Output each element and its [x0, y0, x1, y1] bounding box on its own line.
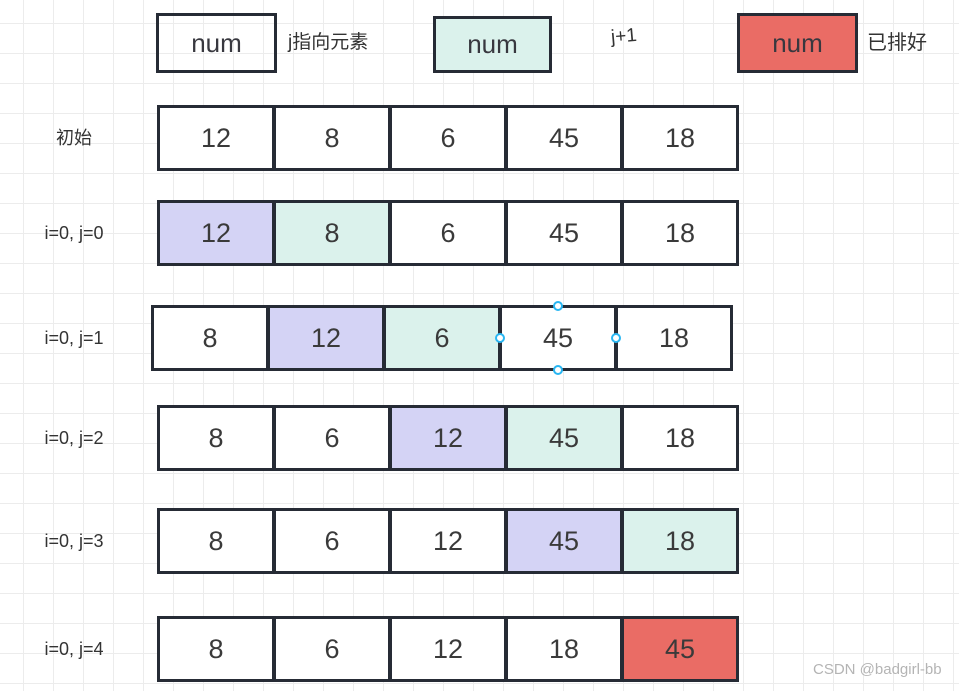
legend-box-j1[interactable]: num	[433, 16, 552, 73]
row-label[interactable]: i=0, j=3	[44, 531, 104, 551]
array-cell[interactable]: 12	[389, 616, 507, 682]
array-row-j3: i=0, j=3 8 6 12 45 18	[0, 508, 959, 574]
row-label[interactable]: i=0, j=1	[44, 328, 104, 348]
selection-handle-bottom[interactable]	[553, 365, 563, 375]
array-cell[interactable]: 8	[157, 405, 275, 471]
array-cell-j1[interactable]: 8	[273, 200, 391, 266]
array-cell[interactable]: 18	[615, 305, 733, 371]
array-cell[interactable]: 6	[273, 616, 391, 682]
array-cell[interactable]: 45	[505, 200, 623, 266]
array-cell[interactable]: 6	[389, 105, 507, 171]
array-cell[interactable]: 45	[505, 105, 623, 171]
watermark: CSDN @badgirl-bb	[813, 661, 942, 678]
row-label[interactable]: i=0, j=2	[44, 428, 104, 448]
legend-label-sorted[interactable]: 已排好	[867, 32, 927, 54]
array-cell-j1[interactable]: 6	[383, 305, 501, 371]
array-cell[interactable]: 6	[389, 200, 507, 266]
selection-handle-right[interactable]	[611, 333, 621, 343]
array-row-j1: i=0, j=1 8 12 6 45 18	[0, 301, 959, 375]
array-cell-j1[interactable]: 45	[505, 405, 623, 471]
array-cell[interactable]: 6	[273, 508, 391, 574]
array-cell[interactable]: 8	[151, 305, 269, 371]
array-cell[interactable]: 8	[273, 105, 391, 171]
array-cell[interactable]: 18	[505, 616, 623, 682]
array-cell-j[interactable]: 12	[267, 305, 385, 371]
array-row-j2: i=0, j=2 8 6 12 45 18	[0, 405, 959, 471]
selection-handle-left[interactable]	[495, 333, 505, 343]
array-row-j0: i=0, j=0 12 8 6 45 18	[0, 200, 959, 266]
legend-label-j[interactable]: j指向元素	[288, 32, 369, 53]
legend-label-j1[interactable]: j+1	[610, 24, 638, 49]
row-label[interactable]: i=0, j=4	[44, 639, 104, 659]
array-cell-j1[interactable]: 18	[621, 508, 739, 574]
legend-box-sorted[interactable]: num	[737, 13, 858, 73]
legend-box-j[interactable]: num	[156, 13, 277, 73]
array-cell-j[interactable]: 12	[157, 200, 275, 266]
cell-value: 45	[542, 322, 574, 353]
array-cell-j[interactable]: 12	[389, 405, 507, 471]
array-cell[interactable]: 6	[273, 405, 391, 471]
array-cell[interactable]: 18	[621, 405, 739, 471]
array-cell[interactable]: 12	[389, 508, 507, 574]
row-label[interactable]: i=0, j=0	[44, 223, 104, 243]
array-cell[interactable]: 8	[157, 508, 275, 574]
array-row-initial: 初始 12 8 6 45 18	[0, 105, 959, 171]
array-cell-j[interactable]: 45	[505, 508, 623, 574]
row-label[interactable]: 初始	[56, 128, 92, 148]
array-row-j4: i=0, j=4 8 6 12 18 45	[0, 616, 959, 682]
array-cell[interactable]: 8	[157, 616, 275, 682]
array-cell-selected[interactable]: 45	[495, 301, 621, 375]
array-cell[interactable]: 18	[621, 200, 739, 266]
array-cell[interactable]: 18	[621, 105, 739, 171]
selection-handle-top[interactable]	[553, 301, 563, 311]
array-cell[interactable]: 12	[157, 105, 275, 171]
array-cell-sorted[interactable]: 45	[621, 616, 739, 682]
